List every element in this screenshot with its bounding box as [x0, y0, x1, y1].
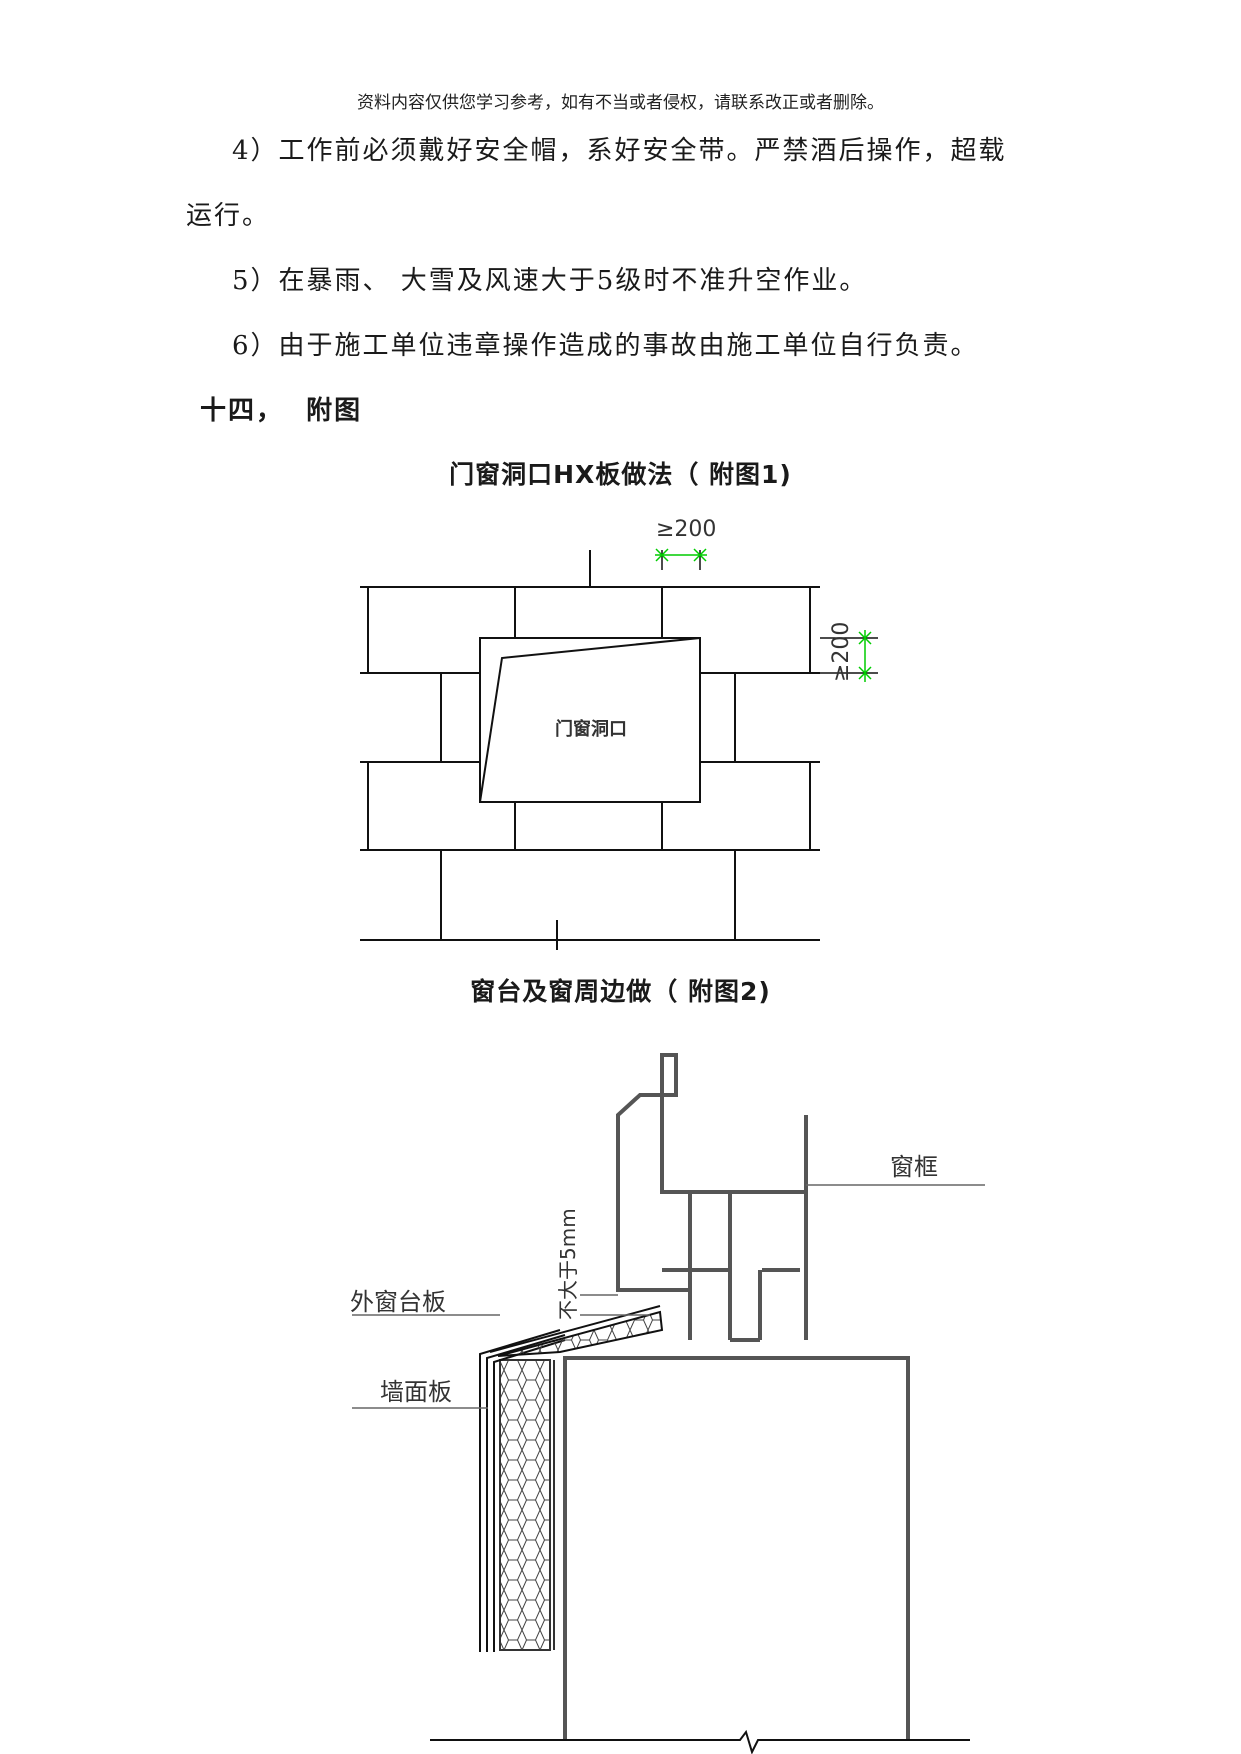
figure2-caption: 窗台及窗周边做（ 附图2) [470, 977, 771, 1006]
figure1-drawing: 门窗洞口 ≥200 ≥200 [360, 517, 878, 950]
figure1-caption: 门窗洞口HX板做法（ 附图1) [449, 460, 792, 489]
window-frame [616, 1053, 808, 1342]
sill-board [489, 1305, 664, 1357]
dimension-vertical [820, 630, 878, 682]
opening-label: 门窗洞口 [555, 718, 627, 740]
masonry-grid [360, 550, 820, 950]
section-title: 十四， 附图 [200, 396, 363, 426]
dimension-horizontal [655, 548, 707, 570]
paragraph-item4-line2: 运行。 [186, 201, 271, 231]
wall-body [563, 1356, 910, 1740]
dim-v-label: ≥200 [829, 622, 854, 682]
header-disclaimer: 资料内容仅供您学习参考，如有不当或者侵权，请联系改正或者删除。 [357, 93, 884, 113]
gap-label: 不大于5mm [556, 1208, 580, 1320]
ground-line [430, 1729, 970, 1754]
paragraph-item4-line1: 4）工作前必须戴好安全帽，系好安全带。严禁酒后操作，超载 [232, 136, 1007, 166]
paragraph-item6: 6）由于施工单位违章操作造成的事故由施工单位自行负责。 [232, 331, 979, 361]
paragraph-item5: 5）在暴雨、 大雪及风速大于5级时不准升空作业。 [232, 266, 868, 296]
sill-board-label: 外窗台板 [350, 1288, 446, 1316]
figure2-drawing: 窗框 外窗台板 墙面板 不大于5mm [350, 1053, 985, 1754]
window-opening [479, 637, 701, 803]
dim-h-label: ≥200 [656, 517, 716, 542]
insulation-board [499, 1359, 551, 1651]
wall-board-label: 墙面板 [380, 1378, 452, 1406]
frame-label: 窗框 [890, 1153, 938, 1181]
